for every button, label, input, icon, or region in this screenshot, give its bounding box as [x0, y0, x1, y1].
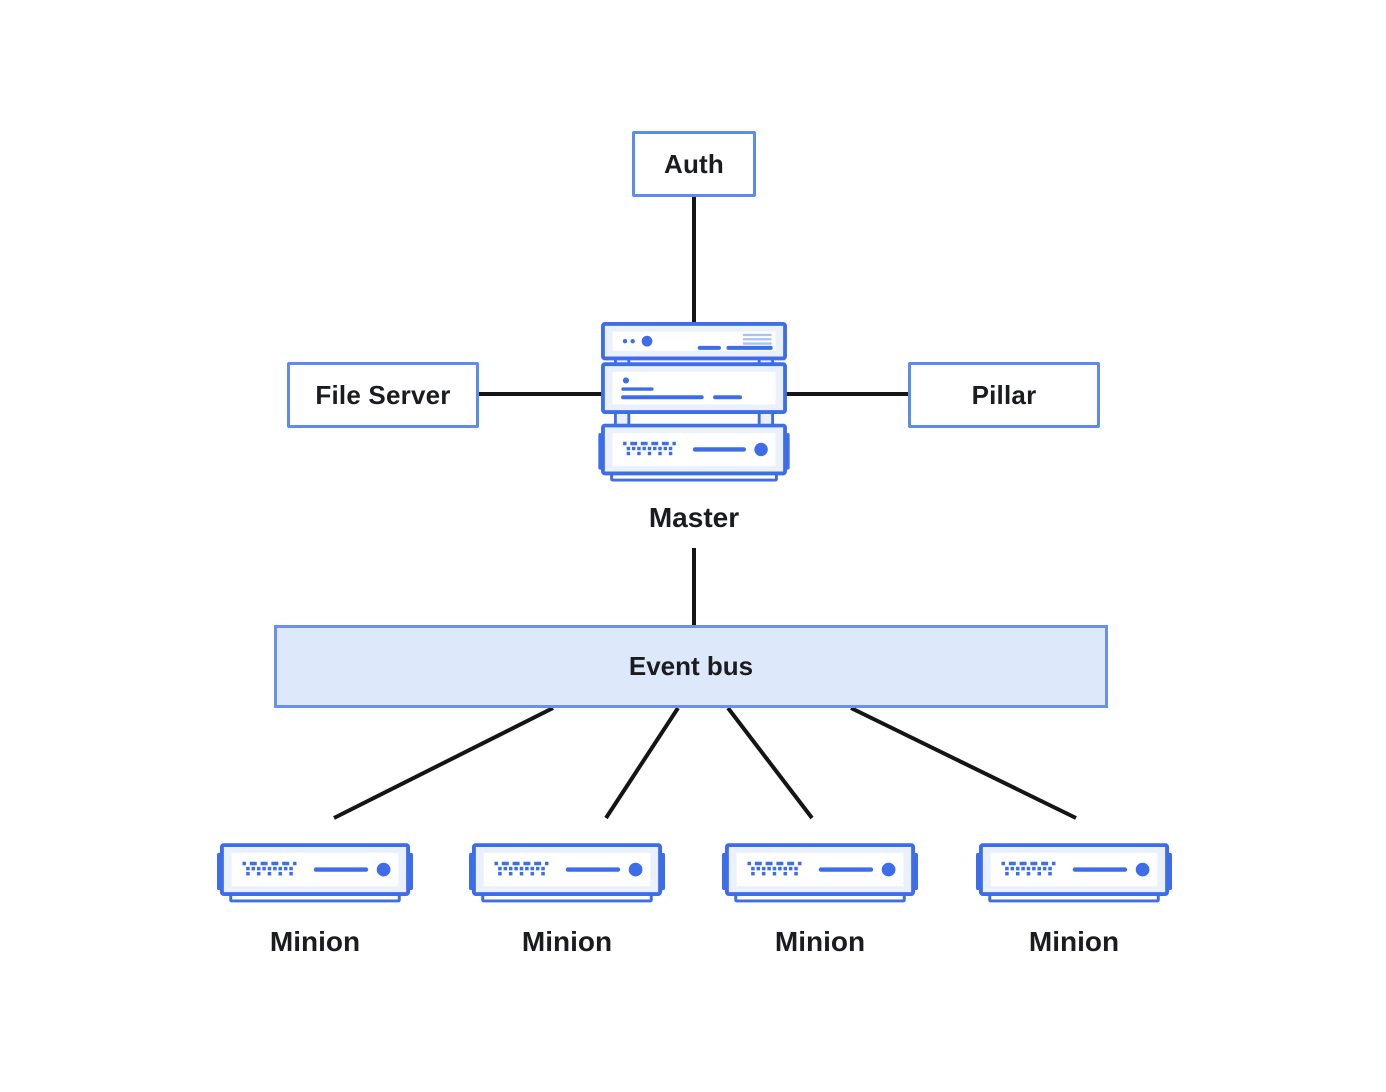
node-file-server: File Server	[287, 362, 479, 428]
file-server-label: File Server	[315, 379, 451, 410]
node-event-bus: Event bus	[274, 625, 1108, 708]
edge-bus-minion-2	[604, 706, 680, 820]
minion-label: Minion	[269, 926, 361, 957]
auth-label: Auth	[664, 148, 724, 179]
minion-label: Minion	[1028, 926, 1120, 957]
server-rack-icon	[469, 843, 665, 904]
event-bus-label: Event bus	[628, 651, 754, 681]
node-pillar: Pillar	[908, 362, 1100, 428]
master-label: Master	[648, 502, 740, 533]
server-rack-icon	[217, 843, 413, 904]
minion-label: Minion	[521, 926, 613, 957]
server-rack-icon	[722, 843, 918, 904]
edge-bus-minion-1	[333, 706, 554, 820]
server-rack-icon	[976, 843, 1172, 904]
edge-bus-minion-3	[726, 706, 814, 820]
edge-bus-minion-4	[850, 706, 1077, 820]
node-auth: Auth	[632, 131, 756, 197]
server-stack-icon	[598, 322, 790, 483]
minion-label: Minion	[774, 926, 866, 957]
pillar-label: Pillar	[971, 379, 1037, 410]
